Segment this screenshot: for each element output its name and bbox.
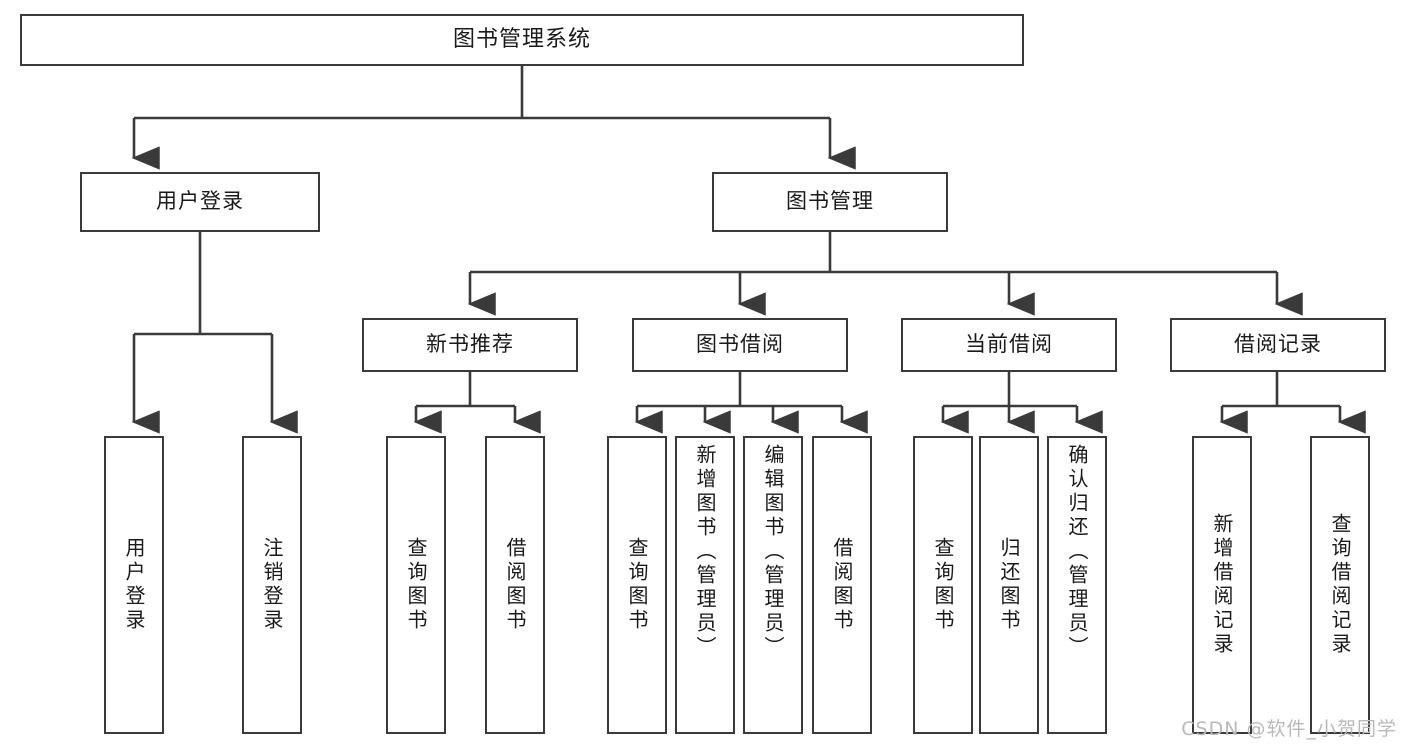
leaf-book-borrow-add-book-admin[interactable]: 新增图书（管理员） bbox=[675, 436, 735, 734]
leaf-user-login-logout[interactable]: 注销登录 bbox=[242, 436, 302, 734]
leaf-user-login-login[interactable]: 用户登录 bbox=[104, 436, 164, 734]
leaf-book-borrow-query-book[interactable]: 查询图书 bbox=[607, 436, 667, 734]
node-label: 图书借阅 bbox=[696, 332, 784, 357]
node-label: 当前借阅 bbox=[965, 332, 1053, 357]
leaf-current-borrow-confirm-return-admin[interactable]: 确认归还（管理员） bbox=[1047, 436, 1107, 734]
leaf-new-book-borrow-book[interactable]: 借阅图书 bbox=[485, 436, 545, 734]
node-label: 新书推荐 bbox=[426, 332, 514, 357]
leaf-borrow-record-add-record[interactable]: 新增借阅记录 bbox=[1192, 436, 1252, 734]
node-label: 借阅图书 bbox=[503, 537, 527, 633]
node-book-management[interactable]: 图书管理 bbox=[712, 172, 948, 232]
leaf-book-borrow-borrow-book[interactable]: 借阅图书 bbox=[812, 436, 872, 734]
node-current-borrow[interactable]: 当前借阅 bbox=[901, 318, 1117, 372]
node-label: 用户登录 bbox=[122, 537, 146, 633]
node-new-book-recommend[interactable]: 新书推荐 bbox=[362, 318, 578, 372]
node-book-borrow[interactable]: 图书借阅 bbox=[632, 318, 848, 372]
leaf-new-book-query-book[interactable]: 查询图书 bbox=[386, 436, 446, 734]
node-label: 查询图书 bbox=[931, 537, 955, 633]
leaf-book-borrow-edit-book-admin[interactable]: 编辑图书（管理员） bbox=[743, 436, 803, 734]
node-label: 查询借阅记录 bbox=[1328, 513, 1352, 657]
node-label: 借阅图书 bbox=[830, 537, 854, 633]
node-label: 图书管理系统 bbox=[452, 26, 591, 52]
node-user-login[interactable]: 用户登录 bbox=[80, 172, 320, 232]
node-label: 新增图书（管理员） bbox=[693, 444, 717, 660]
node-label: 查询图书 bbox=[625, 537, 649, 633]
node-label: 新增借阅记录 bbox=[1210, 513, 1234, 657]
node-label: 用户登录 bbox=[156, 189, 244, 214]
node-root-book-management-system[interactable]: 图书管理系统 bbox=[20, 14, 1024, 66]
node-label: 查询图书 bbox=[404, 537, 428, 633]
node-label: 借阅记录 bbox=[1234, 332, 1322, 357]
node-label: 编辑图书（管理员） bbox=[761, 444, 785, 660]
node-label: 确认归还（管理员） bbox=[1065, 444, 1089, 660]
node-label: 归还图书 bbox=[997, 537, 1021, 633]
leaf-current-borrow-query-book[interactable]: 查询图书 bbox=[913, 436, 973, 734]
node-label: 图书管理 bbox=[786, 189, 874, 214]
node-label: 注销登录 bbox=[260, 537, 284, 633]
leaf-borrow-record-query-record[interactable]: 查询借阅记录 bbox=[1310, 436, 1370, 734]
leaf-current-borrow-return-book[interactable]: 归还图书 bbox=[979, 436, 1039, 734]
node-borrow-record[interactable]: 借阅记录 bbox=[1170, 318, 1386, 372]
